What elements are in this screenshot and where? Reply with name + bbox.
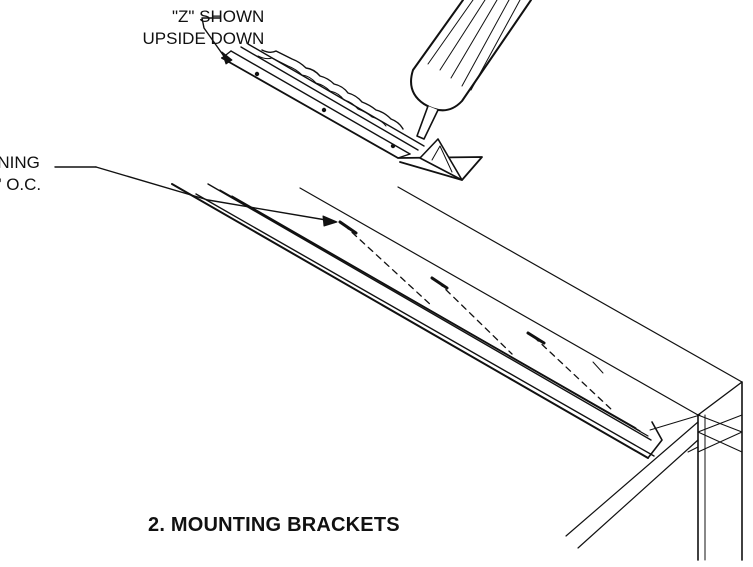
- z-label-line2: UPSIDE DOWN: [142, 29, 265, 48]
- leader-lines: [54, 17, 338, 227]
- z-shown-label: "Z" SHOWN UPSIDE DOWN: [110, 6, 265, 50]
- fastening-label: ENING 6" O.C.: [0, 152, 41, 196]
- z-label-line1: "Z" SHOWN: [172, 7, 265, 26]
- fastening-label-line1: ENING: [0, 153, 40, 172]
- fasteners: [338, 220, 613, 411]
- installed-bracket: [171, 183, 663, 459]
- z-bracket-upside-down: [221, 43, 483, 181]
- fastening-label-line2: 6" O.C.: [0, 175, 42, 194]
- wall-block: [299, 186, 743, 561]
- figure-caption: 2. MOUNTING BRACKETS: [148, 514, 400, 536]
- caulk-gun: [410, 0, 532, 140]
